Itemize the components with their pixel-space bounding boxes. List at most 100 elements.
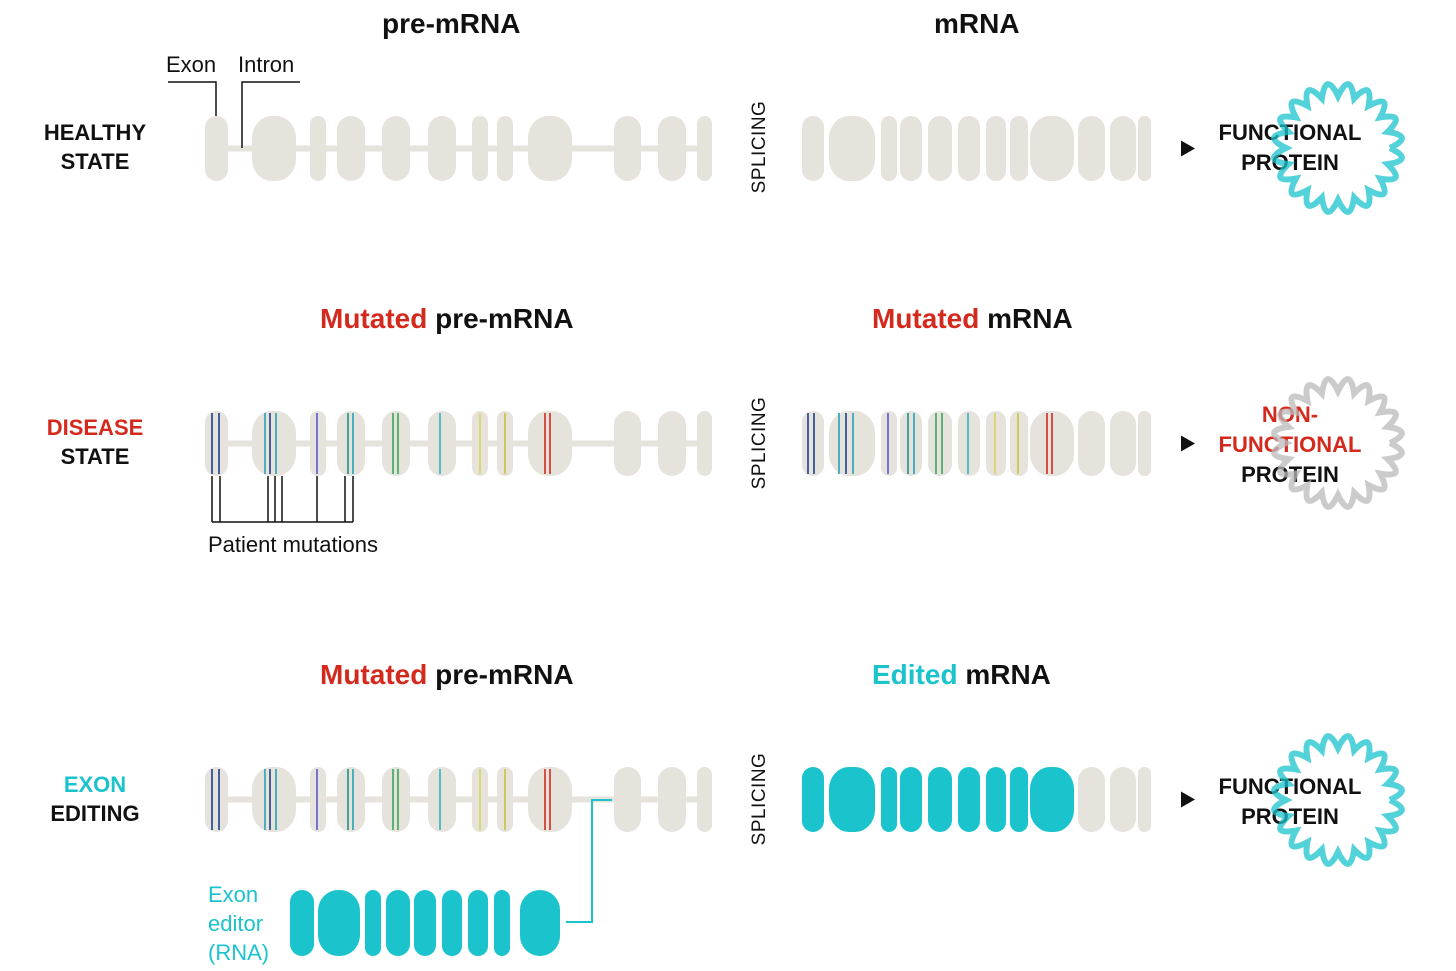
edited-mrna-exon xyxy=(1030,767,1074,832)
protein-line: FUNCTIONAL xyxy=(1218,432,1362,457)
exon-editor-segment xyxy=(414,890,436,956)
pre-mrna-exon xyxy=(382,116,410,181)
edited-mrna-exon xyxy=(900,767,922,832)
mutated-word: Mutated xyxy=(872,303,980,334)
exon-editing-label: EXON EDITING xyxy=(10,770,180,828)
protein-shapes xyxy=(1271,81,1405,867)
non-functional-protein-label: NON- FUNCTIONAL PROTEIN xyxy=(1195,400,1385,490)
healthy-state-label: HEALTHY STATE xyxy=(10,118,180,176)
pre-mrna-exon xyxy=(252,767,296,832)
pre-mrna-exon xyxy=(252,116,296,181)
edited-mrna-heading: Edited mRNA xyxy=(872,659,1051,691)
pre-mrna-exon xyxy=(337,411,365,476)
mrna-exon xyxy=(1138,116,1151,181)
exon-editor-segment xyxy=(365,890,381,956)
pre-mrna-exon xyxy=(337,116,365,181)
pre-mrna-word: pre-mRNA xyxy=(435,303,574,334)
pre-mrna-exon xyxy=(310,411,326,476)
label-line: STATE xyxy=(60,149,130,174)
disease-mrna-heading: Mutated mRNA xyxy=(872,303,1073,335)
exon-editor-segment xyxy=(442,890,462,956)
pre-mrna-exon xyxy=(614,116,641,181)
pre-mrna-exon xyxy=(428,116,456,181)
exon-editor-segment xyxy=(386,890,410,956)
edited-word: Edited xyxy=(872,659,958,690)
editor-line: Exon xyxy=(208,882,259,907)
pre-mrna-exon xyxy=(658,411,686,476)
mrna-exon xyxy=(958,116,980,181)
mrna-heading: mRNA xyxy=(934,8,1020,39)
mrna-word: mRNA xyxy=(987,303,1073,334)
exon-leader-line xyxy=(168,81,217,116)
pre-mrna-exon xyxy=(697,767,712,832)
editing-pre-mrna-heading: Mutated pre-mRNA xyxy=(320,659,574,691)
edited-mrna-exon xyxy=(881,767,897,832)
mrna-exon xyxy=(1078,767,1105,832)
mrna-exon xyxy=(802,411,824,476)
pre-mrna-exon xyxy=(528,116,572,181)
pre-mrna-exon xyxy=(382,767,410,832)
exon-editor-segment xyxy=(520,890,560,956)
functional-protein-icon xyxy=(1271,733,1405,867)
intron-line xyxy=(205,796,710,803)
label-line: EDITING xyxy=(50,801,140,826)
pre-mrna-exon xyxy=(382,411,410,476)
mrna-exon xyxy=(1030,116,1074,181)
exon-editor-segment xyxy=(468,890,488,956)
intron-line xyxy=(205,145,710,152)
pre-mrna-exon xyxy=(428,411,456,476)
pre-mrna-exon xyxy=(614,411,641,476)
disease-pre-mrna-heading: Mutated pre-mRNA xyxy=(320,303,574,335)
mrna-exon xyxy=(1078,411,1105,476)
exon-annotation: Exon xyxy=(166,52,217,77)
pre-mrna-exon xyxy=(310,116,326,181)
intron-leader-line xyxy=(241,81,300,148)
arrow-icon xyxy=(1181,791,1195,808)
patient-mutations-annotation: Patient mutations xyxy=(208,532,378,557)
mrna-exon xyxy=(900,411,922,476)
mrna-exon xyxy=(1138,411,1151,476)
pre-mrna-exon xyxy=(658,116,686,181)
intron-line xyxy=(205,440,710,447)
pre-mrna-exon xyxy=(428,767,456,832)
non-functional-protein-icon xyxy=(1271,376,1405,510)
pre-mrna-word: pre-mRNA xyxy=(435,659,574,690)
pre-mrna-exon xyxy=(337,767,365,832)
edited-mrna-exon xyxy=(802,767,824,832)
exon-editor-segment xyxy=(494,890,510,956)
label-line: STATE xyxy=(60,444,130,469)
pre-mrna-exon xyxy=(472,116,488,181)
exon-editor-annotation: Exon editor (RNA) xyxy=(208,880,269,967)
mrna-exon xyxy=(829,411,875,476)
mrna-exon xyxy=(900,116,922,181)
mrna-exon xyxy=(986,411,1006,476)
mutated-word: Mutated xyxy=(320,303,428,334)
mrna-exon xyxy=(829,116,875,181)
mrna-exon xyxy=(986,116,1006,181)
label-line: HEALTHY xyxy=(43,120,147,145)
edited-mrna-exon xyxy=(1010,767,1028,832)
mrna-exon xyxy=(928,411,952,476)
mrna-exon xyxy=(928,116,952,181)
pre-mrna-heading: pre-mRNA xyxy=(382,8,521,39)
mrna-exon xyxy=(881,116,897,181)
edited-mrna-exon xyxy=(986,767,1006,832)
edited-mrna-exon xyxy=(928,767,952,832)
editor-line: editor xyxy=(208,911,264,936)
edited-mrna-exon xyxy=(958,767,980,832)
label-line: EXON xyxy=(63,772,127,797)
pre-mrna-exon xyxy=(252,411,296,476)
mrna-exon xyxy=(802,116,824,181)
mrna-exon xyxy=(1110,767,1136,832)
pre-mrna-exon xyxy=(697,411,712,476)
label-line: DISEASE xyxy=(46,415,144,440)
exon-editor-segment xyxy=(290,890,314,956)
editor-line: (RNA) xyxy=(208,940,270,965)
pre-mrna-exon xyxy=(310,767,326,832)
edited-mrna-exon xyxy=(829,767,875,832)
arrow-icon xyxy=(1181,140,1195,157)
mrna-exon xyxy=(1010,411,1028,476)
pre-mrna-exon xyxy=(205,411,228,476)
functional-protein-icon xyxy=(1271,81,1405,215)
